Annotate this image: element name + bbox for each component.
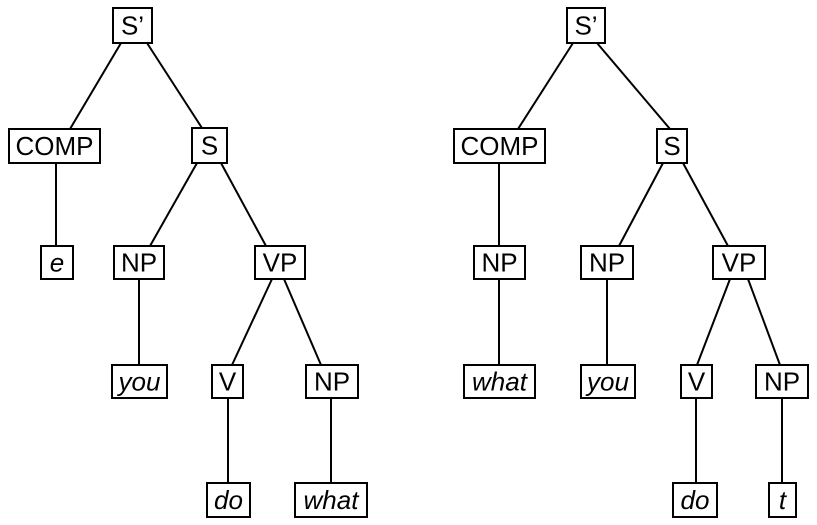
node-np-comp-box — [473, 245, 526, 280]
node-s-bar: S’ — [112, 7, 153, 44]
tree-edge-node-s-bar-to-node-comp — [69, 42, 122, 130]
node-vp-label: VP — [263, 248, 298, 278]
node-np-obj-label: NP — [764, 367, 800, 397]
tree-edge-node-vp-to-node-v — [231, 278, 273, 366]
node-np-obj-box — [305, 364, 359, 399]
node-np-obj: NP — [305, 364, 359, 399]
tree-edge-node-vp-to-node-np-obj — [283, 278, 322, 366]
node-you: you — [580, 364, 636, 399]
node-do-box — [672, 482, 718, 518]
node-np-subj-box — [113, 245, 165, 280]
node-comp: COMP — [453, 128, 546, 164]
node-do-box — [206, 482, 251, 518]
node-you-box — [580, 364, 636, 399]
node-comp-box — [8, 128, 101, 164]
node-v-box — [211, 364, 244, 399]
node-comp: COMP — [8, 128, 101, 164]
node-t: t — [768, 482, 797, 518]
tree-edge-node-s-bar-to-node-s — [146, 42, 203, 129]
node-you-label: you — [117, 367, 161, 397]
node-comp-label: COMP — [16, 131, 94, 161]
node-s-bar-box — [566, 7, 606, 44]
node-np-subj: NP — [580, 245, 634, 280]
node-v-box — [680, 364, 713, 399]
node-vp: VP — [712, 245, 766, 280]
node-do: do — [672, 482, 718, 518]
node-np-obj: NP — [755, 364, 809, 399]
node-e: e — [40, 245, 74, 280]
node-t-box — [768, 482, 797, 518]
tree-edge-node-s-bar-to-node-comp — [517, 42, 574, 130]
node-s-label: S — [663, 131, 680, 161]
node-comp-box — [453, 128, 546, 164]
node-what-box — [294, 482, 368, 518]
tree-edge-node-s-to-node-vp — [220, 162, 267, 247]
tree-edge-node-vp-to-node-v — [696, 278, 731, 366]
node-what-box — [463, 364, 536, 399]
node-you-box — [111, 364, 168, 399]
node-s-box — [191, 127, 228, 164]
tree-edge-node-s-bar-to-node-s — [596, 42, 671, 130]
node-v-label: V — [688, 367, 706, 397]
node-vp-box — [712, 245, 766, 280]
node-vp-box — [254, 245, 306, 280]
node-s: S — [191, 127, 228, 164]
node-what-label: what — [472, 367, 529, 397]
node-vp: VP — [254, 245, 306, 280]
node-s-bar-label: S’ — [121, 11, 144, 41]
node-np-obj-label: NP — [314, 367, 350, 397]
node-vp-label: VP — [722, 248, 757, 278]
node-e-label: e — [50, 248, 64, 278]
node-you-label: you — [585, 367, 629, 397]
tree-edge-node-s-to-node-vp — [682, 162, 729, 247]
tree-edge-node-s-to-node-np-subj — [149, 162, 198, 247]
node-what: what — [294, 482, 368, 518]
node-np-subj-label: NP — [589, 248, 625, 278]
node-np-obj-box — [755, 364, 809, 399]
node-s-box — [656, 128, 688, 164]
node-s-label: S — [201, 131, 218, 161]
tree-edge-node-vp-to-node-np-obj — [747, 278, 781, 366]
node-do-label: do — [214, 485, 243, 515]
node-do-label: do — [681, 485, 710, 515]
node-what-label: what — [304, 485, 361, 515]
node-do: do — [206, 482, 251, 518]
tree-edge-node-s-to-node-np-subj — [618, 162, 664, 247]
node-np-subj-box — [580, 245, 634, 280]
node-s-bar: S’ — [566, 7, 606, 44]
node-v: V — [680, 364, 713, 399]
node-t-label: t — [779, 485, 788, 515]
node-you: you — [111, 364, 168, 399]
node-s-bar-label: S’ — [574, 11, 597, 41]
node-s: S — [656, 128, 688, 164]
node-np-subj-label: NP — [121, 248, 157, 278]
node-np-comp-label: NP — [481, 248, 517, 278]
node-what: what — [463, 364, 536, 399]
node-v-label: V — [219, 367, 237, 397]
node-np-comp: NP — [473, 245, 526, 280]
right-syntax-tree-wh-moved: S’ COMP S NP NP VP what you V NP do t — [453, 7, 809, 518]
node-comp-label: COMP — [461, 131, 539, 161]
node-s-bar-box — [112, 7, 153, 44]
node-e-box — [40, 245, 74, 280]
node-np-subj: NP — [113, 245, 165, 280]
node-v: V — [211, 364, 244, 399]
